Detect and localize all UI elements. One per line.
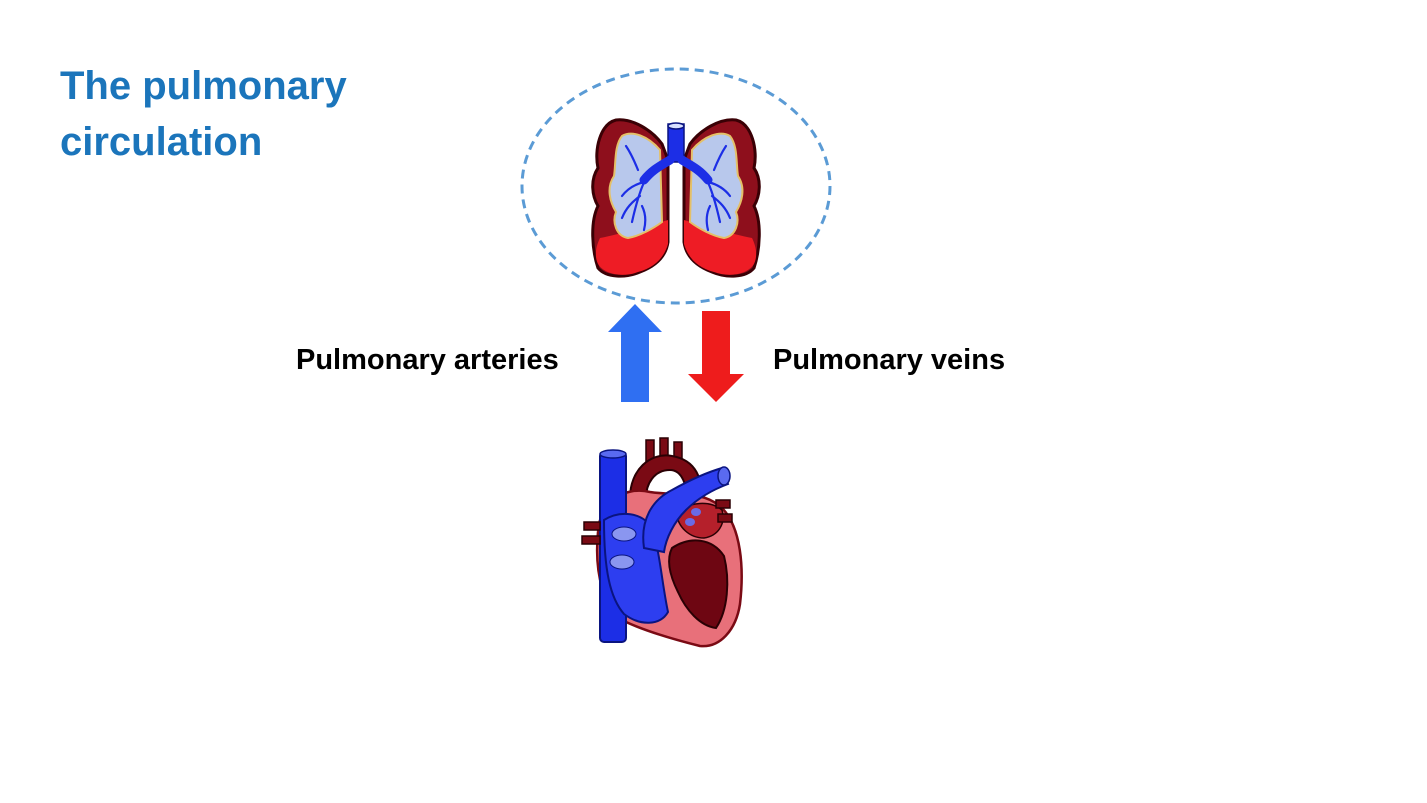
down-arrow-icon [688,311,744,402]
title-line-1: The pulmonary [60,64,347,108]
up-arrow-icon [608,304,662,402]
lungs-icon [591,118,761,278]
pulmonary-arteries-label: Pulmonary arteries [296,344,559,376]
lungs-highlight-ellipse [520,67,832,305]
page-title: The pulmonary circulation [60,58,347,170]
pulmonary-veins-label: Pulmonary veins [773,344,1006,376]
title-line-2: circulation [60,120,263,164]
heart-icon [581,437,743,648]
